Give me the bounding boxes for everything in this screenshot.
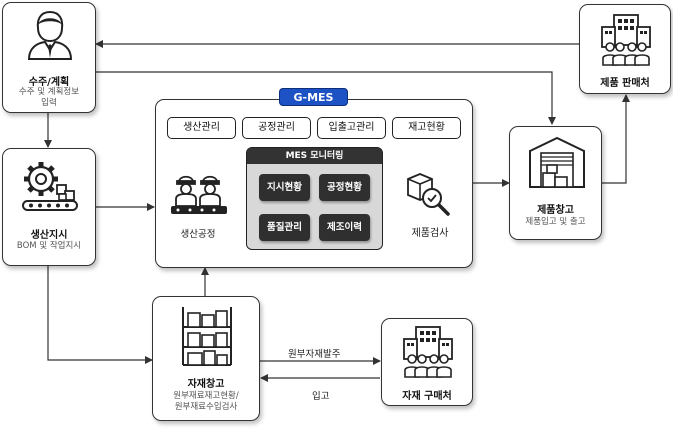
product-warehouse-title: 제품창고 xyxy=(537,205,574,216)
material-supplier-node: 자재 구매처 xyxy=(381,318,473,406)
material-warehouse-title: 자재창고 xyxy=(187,379,225,390)
manager-icon xyxy=(27,10,73,60)
mes-monitoring-panel: MES 모니터링 지시현황 공정현황 품질관리 제조이력 xyxy=(246,147,383,250)
building-people-icon xyxy=(601,14,651,66)
order-plan-sub2: 입력 xyxy=(41,98,57,108)
product-warehouse-node: 제품창고 제품입고 및 출고 xyxy=(509,126,602,240)
process-status-button[interactable]: 공정현황 xyxy=(319,174,370,201)
menu-inventory-status[interactable]: 재고현황 xyxy=(392,117,461,139)
production-process-label: 생산공정 xyxy=(180,229,216,240)
arrow-production-to-material xyxy=(47,266,153,364)
material-warehouse-node: 자재창고 원부재료재고현황/ 원부재료수입검사 xyxy=(152,296,260,421)
shelf-icon xyxy=(182,307,232,366)
menu-process-management[interactable]: 공정관리 xyxy=(242,117,311,139)
material-supplier-title: 자재 구매처 xyxy=(402,391,452,402)
building-people-icon xyxy=(403,326,453,378)
product-seller-title: 제품 판매처 xyxy=(600,78,650,89)
menu-production-management[interactable]: 생산관리 xyxy=(167,117,236,139)
inspection-icon xyxy=(407,173,450,216)
product-seller-node: 제품 판매처 xyxy=(579,4,671,94)
material-warehouse-sub1: 원부재료재고현황/ xyxy=(173,391,239,401)
product-warehouse-sub: 제품입고 및 출고 xyxy=(525,217,586,227)
order-plan-title: 수주/계획 xyxy=(28,77,70,88)
gmes-badge: G-MES xyxy=(279,88,348,106)
order-plan-sub1: 수주 및 계획정보 xyxy=(18,87,80,97)
arrow-product-warehouse-to-seller xyxy=(602,94,630,184)
production-order-sub: BOM 및 작업지시 xyxy=(16,241,82,251)
workers-icon xyxy=(171,175,227,214)
gear-conveyor-icon xyxy=(22,162,78,211)
receipt-label: 입고 xyxy=(312,391,330,402)
order-status-button[interactable]: 지시현황 xyxy=(259,174,310,201)
material-warehouse-sub2: 원부재료수입검사 xyxy=(174,402,238,412)
arrow-order-to-product-warehouse xyxy=(96,71,556,125)
production-order-node: 생산지시 BOM 및 작업지시 xyxy=(2,148,96,266)
quality-management-button[interactable]: 품질관리 xyxy=(259,214,310,241)
menu-inout-management[interactable]: 입출고관리 xyxy=(317,117,386,139)
manufacturing-history-button[interactable]: 제조이력 xyxy=(319,214,370,241)
production-order-title: 생산지시 xyxy=(30,230,68,241)
warehouse-icon xyxy=(529,136,585,188)
order-plan-node: 수주/계획 수주 및 계획정보 입력 xyxy=(2,2,96,113)
product-inspection-label: 제품검사 xyxy=(411,228,449,239)
raw-material-order-label: 원부자재발주 xyxy=(288,349,341,360)
mes-monitoring-title: MES 모니터링 xyxy=(247,148,382,164)
